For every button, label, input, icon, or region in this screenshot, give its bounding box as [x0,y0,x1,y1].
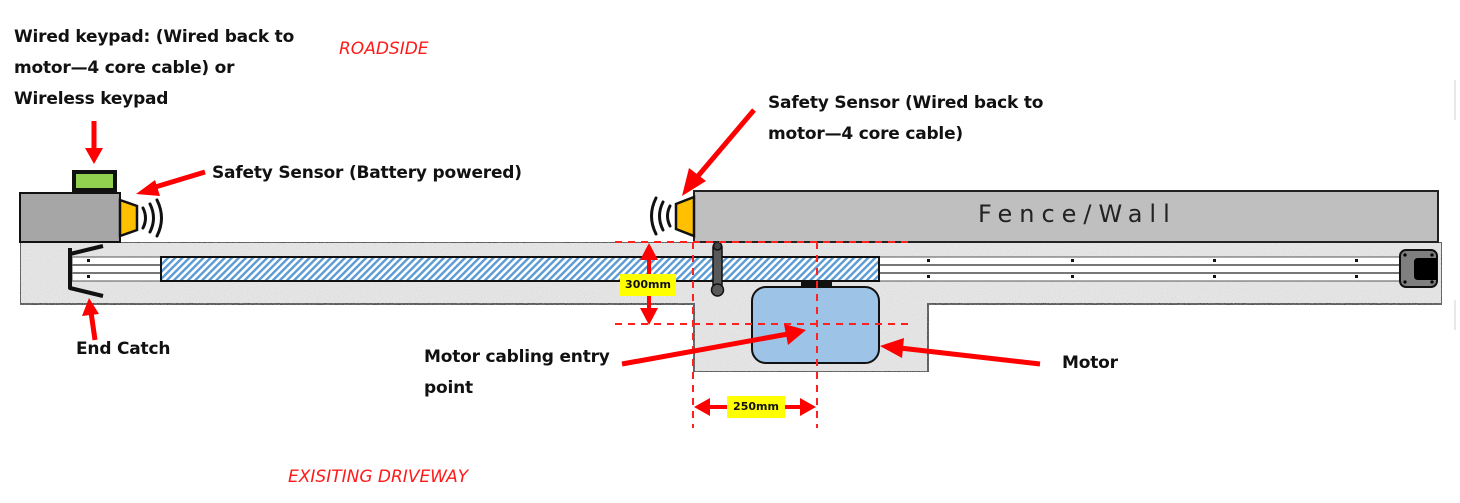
guide-roller [710,241,725,297]
callout-arrows [82,108,1041,367]
signal-waves-icon [141,198,163,238]
end-catch [68,244,104,298]
gate-post [19,192,121,243]
keypad-label-line1: Wired keypad: (Wired back to [14,27,295,47]
cabling-arrow [621,331,789,367]
end-catch-label: End Catch [76,339,171,359]
track-anchor-bolts [87,259,1358,278]
safety-sensor-battery [118,198,163,238]
sliding-gate [160,256,880,282]
motor-label: Motor [1062,353,1118,373]
end-stop [1399,249,1438,288]
cabling-entry-label-line2: point [424,378,473,398]
sensor-wired-label-line1: Safety Sensor (Wired back to [768,93,1044,113]
end-catch-arrow [88,311,98,341]
zone-roadside: ROADSIDE [339,39,429,59]
cabling-entry-label-line1: Motor cabling entry [424,347,610,367]
sensor-wired-label-line2: motor—4 core cable) [768,124,963,144]
motor-arrow [899,345,1041,367]
keypad-label-line2: motor—4 core cable) or [14,58,235,78]
fence-wall-label: Fence/Wall [978,200,1177,228]
sensor-wired-label: Safety Sensor (Wired back to motor—4 cor… [768,88,1043,150]
sensor-battery-label: Safety Sensor (Battery powered) [212,163,522,183]
offset-dimension-badge: 250mm [727,396,785,418]
dimension-guides [615,241,912,428]
keypad [76,174,113,188]
sensor-wired-arrow [696,108,756,178]
signal-waves-icon [650,196,672,236]
keypad-label: Wired keypad: (Wired back to motor—4 cor… [14,22,294,115]
keypad-label-line3: Wireless keypad [14,89,169,109]
sensor-battery-arrow [151,169,206,191]
cabling-entry-label: Motor cabling entry point [424,342,610,404]
depth-dimension-badge: 300mm [620,274,676,296]
zone-driveway: EXISITING DRIVEWAY [288,467,469,487]
safety-sensor-wired [650,195,696,238]
